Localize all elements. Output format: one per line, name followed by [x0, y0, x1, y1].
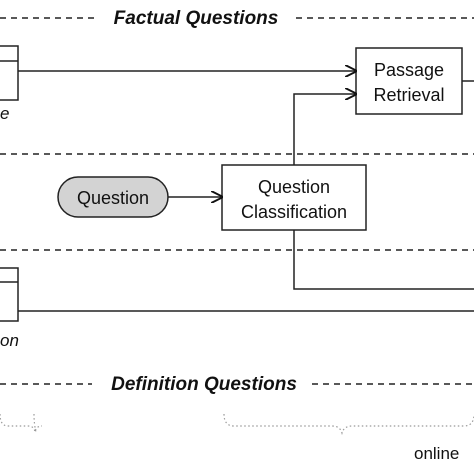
- passage-retrieval-line2: Retrieval: [373, 85, 444, 105]
- bottom-left-label-fragment: on: [0, 331, 19, 350]
- online-label: online: [414, 444, 459, 463]
- top-left-clipped-box: [0, 45, 19, 101]
- left-brace: [0, 413, 43, 433]
- definition-questions-title: Definition Questions: [111, 374, 297, 395]
- question-classification-line1: Question: [258, 177, 330, 197]
- line-classification-down-right: [293, 230, 474, 290]
- factual-questions-title: Factual Questions: [114, 8, 279, 29]
- question-node-label: Question: [77, 188, 149, 208]
- arrow-classification-to-passage: [293, 94, 356, 165]
- bottom-left-clipped-box: [0, 267, 19, 322]
- top-left-label-fragment: e: [0, 104, 9, 123]
- passage-retrieval-node: [355, 47, 463, 115]
- right-brace: [223, 413, 474, 436]
- passage-retrieval-line1: Passage: [374, 60, 444, 80]
- question-classification-line2: Classification: [241, 202, 347, 222]
